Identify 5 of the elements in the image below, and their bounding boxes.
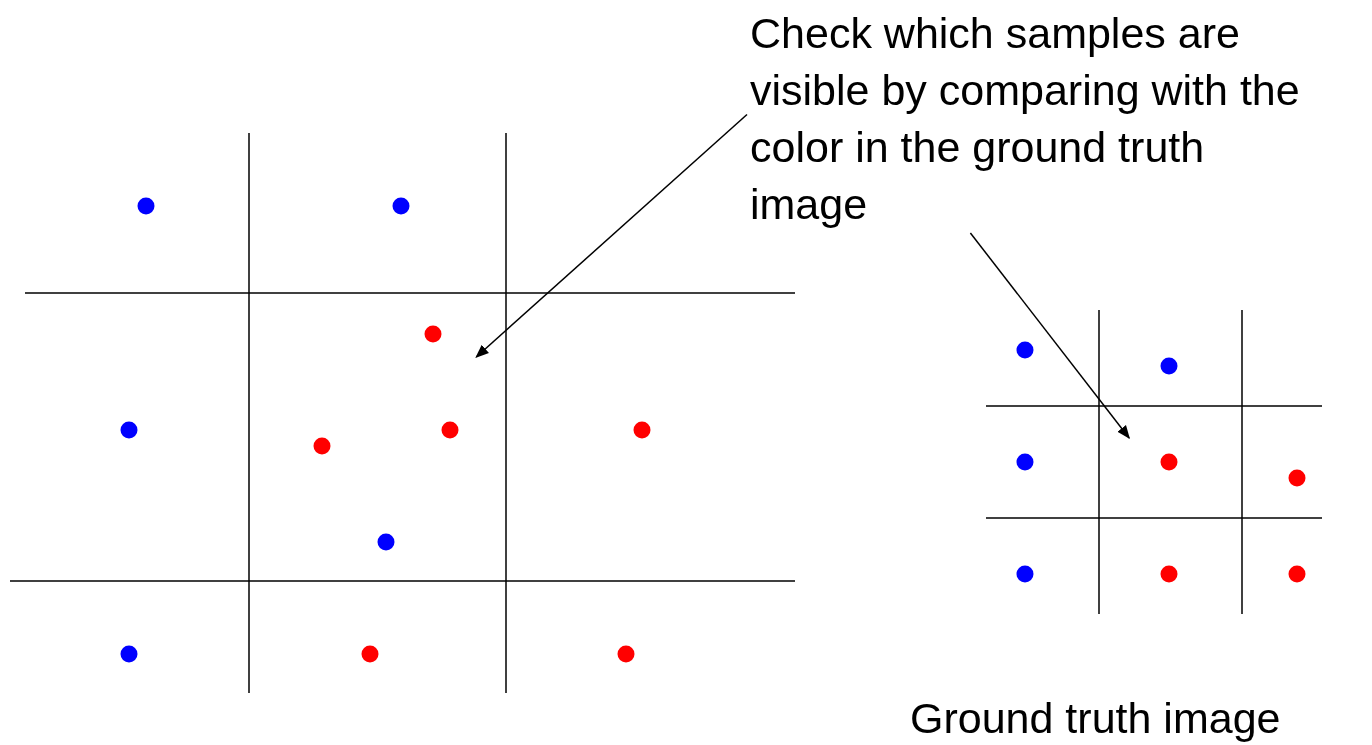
caption-text: Ground truth image bbox=[910, 693, 1281, 744]
arrow bbox=[969, 232, 1130, 440]
ground-truth-grid-drawing bbox=[985, 309, 1323, 615]
arrow bbox=[475, 113, 748, 358]
annotation-text: Check which samples are visible by comparing with the color in the ground truth image bbox=[750, 5, 1330, 233]
